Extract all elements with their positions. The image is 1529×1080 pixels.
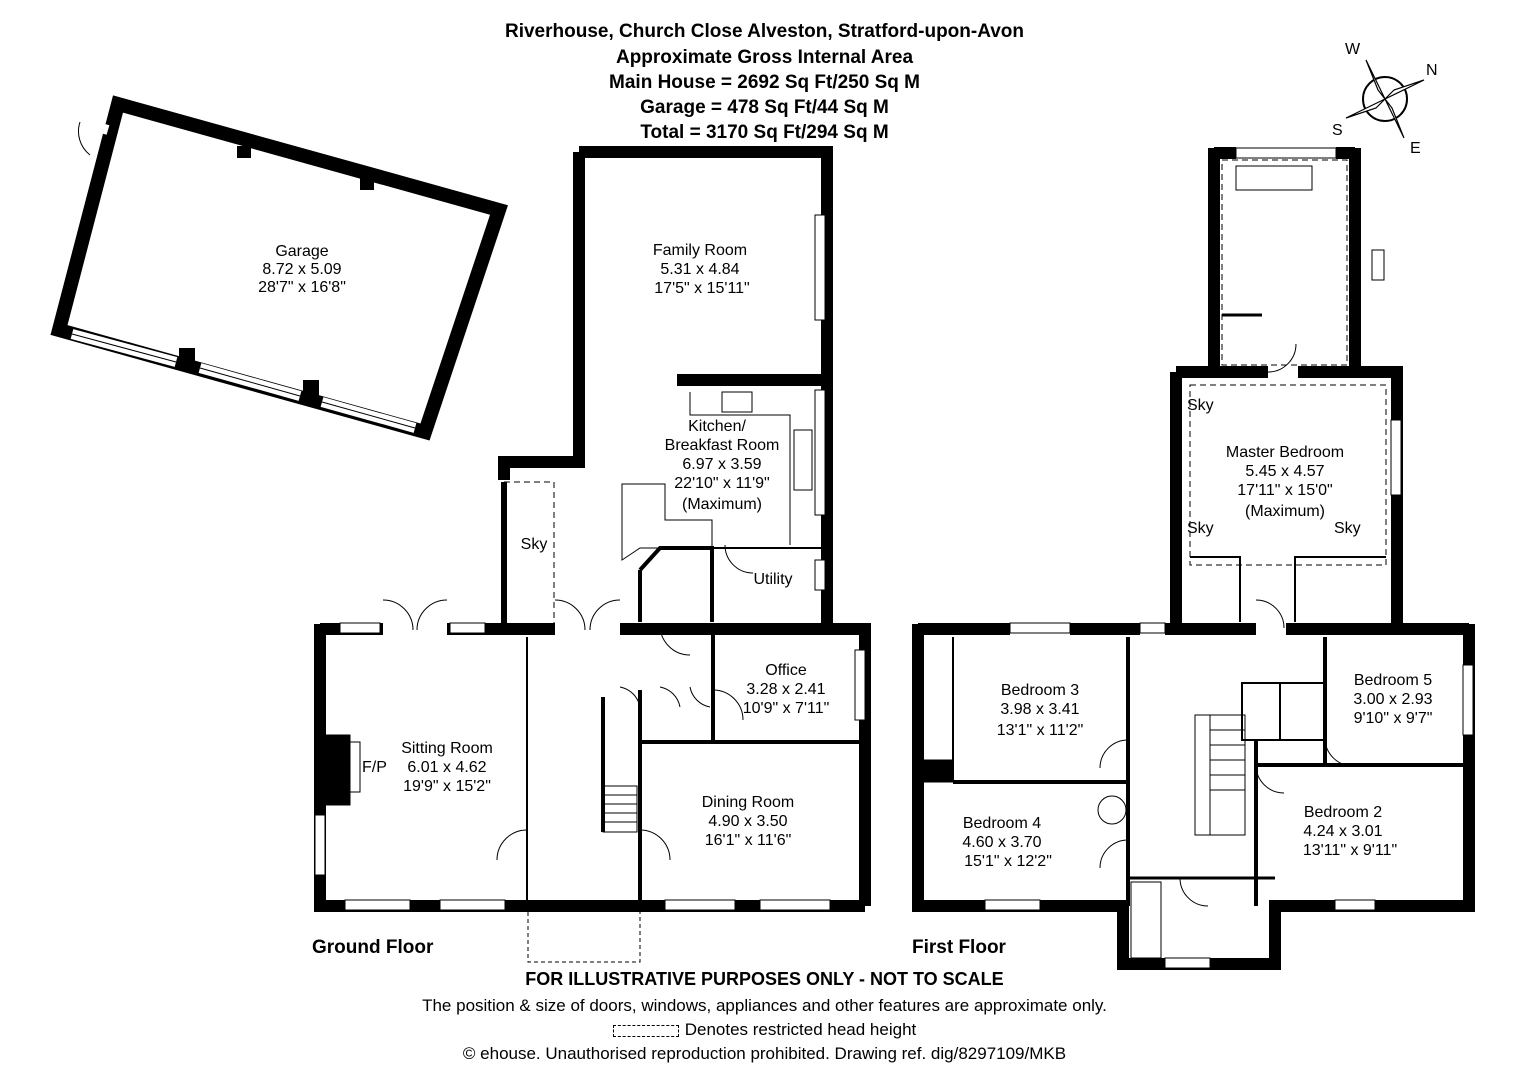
bedroom2-name: Bedroom 2 (1304, 804, 1382, 821)
ground-floor-label: Ground Floor (312, 937, 434, 958)
sitting-room-name: Sitting Room (401, 740, 493, 757)
master-sky-3: Sky (1334, 520, 1361, 537)
fireplace-label: F/P (362, 759, 387, 776)
garage-block: Garage 8.72 x 5.09 28'7" x 16'8" (50, 95, 508, 441)
bedroom5-name: Bedroom 5 (1354, 672, 1432, 689)
family-room-imperial: 17'5" x 15'11" (654, 280, 749, 297)
kitchen-name-2: Breakfast Room (665, 437, 780, 454)
address-title: Riverhouse, Church Close Alveston, Strat… (504, 21, 1025, 42)
bedroom5-imperial: 9'10" x 9'7" (1354, 710, 1433, 727)
disclaimer: FOR ILLUSTRATIVE PURPOSES ONLY - NOT TO … (525, 969, 1004, 989)
first-floor-windows (984, 147, 1474, 969)
bedroom3-metric: 3.98 x 3.41 (1000, 701, 1079, 718)
family-room-name: Family Room (653, 242, 747, 259)
sky-label: Sky (521, 536, 548, 553)
first-floor-label: First Floor (912, 937, 1007, 958)
sitting-room-metric: 6.01 x 4.62 (407, 759, 486, 776)
office-imperial: 10'9" x 7'11" (743, 700, 830, 717)
restricted-height-text: Denotes restricted head height (684, 1020, 917, 1039)
dining-room-metric: 4.90 x 3.50 (708, 813, 787, 830)
copyright: © ehouse. Unauthorised reproduction proh… (462, 1044, 1067, 1063)
main-house-area: Main House = 2692 Sq Ft/250 Sq M (609, 72, 920, 93)
kitchen-note: (Maximum) (682, 496, 762, 513)
garage-name: Garage (275, 243, 328, 260)
garage-area: Garage = 478 Sq Ft/44 Sq M (640, 97, 889, 118)
first-floor-labels: Master Bedroom 5.45 x 4.57 17'11" x 15'0… (912, 397, 1433, 958)
bedroom5-metric: 3.00 x 2.93 (1353, 691, 1432, 708)
bedroom2-imperial: 13'11" x 9'11" (1303, 842, 1397, 859)
sitting-room-imperial: 19'9" x 15'2" (403, 778, 491, 795)
master-sky-2: Sky (1187, 520, 1214, 537)
master-sky-1: Sky (1187, 397, 1214, 414)
master-imperial: 17'11" x 15'0" (1237, 482, 1332, 499)
compass-e: E (1410, 140, 1421, 157)
kitchen-name-1: Kitchen/ (688, 418, 746, 435)
approximate-note: The position & size of doors, windows, a… (422, 996, 1107, 1015)
bedroom3-imperial: 13'1" x 11'2" (997, 722, 1084, 739)
compass-w: W (1345, 41, 1361, 58)
compass-icon: W N S E (1332, 41, 1438, 157)
restricted-height-key: Denotes restricted head height (0, 1017, 1529, 1042)
garage-metric: 8.72 x 5.09 (262, 261, 341, 278)
total-area: Total = 3170 Sq Ft/294 Sq M (640, 122, 889, 143)
bedroom4-metric: 4.60 x 3.70 (962, 834, 1041, 851)
bedroom2-metric: 4.24 x 3.01 (1303, 823, 1382, 840)
ground-floor-windows (314, 214, 866, 911)
compass-n: N (1426, 62, 1438, 79)
bedroom4-imperial: 15'1" x 12'2" (964, 853, 1052, 870)
area-heading: Approximate Gross Internal Area (615, 47, 914, 68)
master-name: Master Bedroom (1226, 444, 1344, 461)
bedroom3-name: Bedroom 3 (1001, 682, 1079, 699)
office-metric: 3.28 x 2.41 (746, 681, 825, 698)
bedroom4-name: Bedroom 4 (963, 815, 1041, 832)
ground-floor-labels: Family Room 5.31 x 4.84 17'5" x 15'11" K… (312, 242, 829, 958)
first-floor-partitions (952, 159, 1465, 959)
compass-s: S (1332, 122, 1343, 139)
kitchen-imperial: 22'10" x 11'9" (674, 475, 769, 492)
ground-floor-partitions (324, 391, 860, 963)
master-metric: 5.45 x 4.57 (1245, 463, 1324, 480)
ground-floor-walls (314, 146, 871, 912)
dashed-key-icon (612, 1024, 679, 1037)
dining-room-name: Dining Room (702, 794, 794, 811)
family-room-metric: 5.31 x 4.84 (660, 261, 739, 278)
garage-imperial: 28'7" x 16'8" (258, 279, 346, 296)
master-note: (Maximum) (1245, 503, 1325, 520)
office-name: Office (765, 662, 807, 679)
dining-room-imperial: 16'1" x 11'6" (705, 832, 792, 849)
utility-label: Utility (753, 571, 792, 588)
kitchen-metric: 6.97 x 3.59 (682, 456, 761, 473)
